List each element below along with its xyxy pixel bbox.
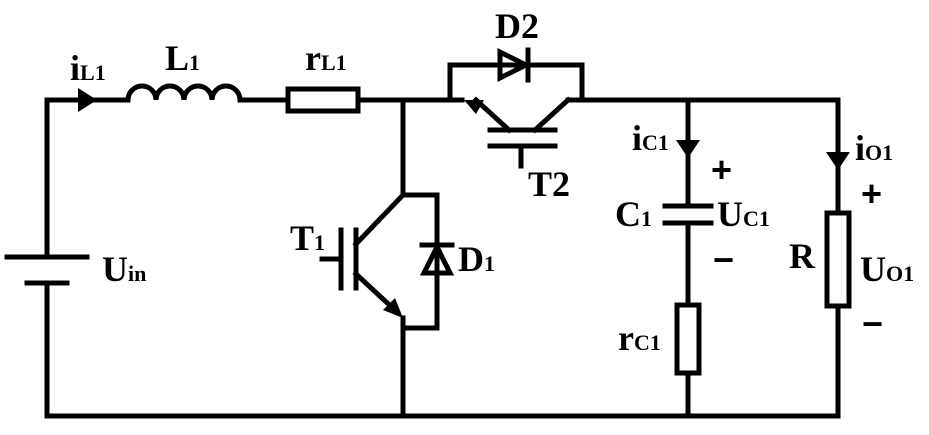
current-arrow-ic1 <box>676 140 700 158</box>
resistor-rc1 <box>674 302 702 376</box>
label-uc1: UC1 <box>717 194 770 234</box>
sign-uo1-plus: + <box>861 173 882 214</box>
t2-emitter-arrow <box>464 100 484 114</box>
sign-uc1-plus: + <box>711 149 732 190</box>
t1-emitter-arrow <box>383 298 403 318</box>
label-uin: Uin <box>102 249 146 289</box>
label-ic1: iC1 <box>632 118 669 158</box>
label-io1: iO1 <box>855 128 893 168</box>
wire-d2-loop <box>447 62 585 103</box>
wires <box>44 62 841 419</box>
label-uo1: UO1 <box>860 249 914 289</box>
current-arrow-io1 <box>826 152 850 170</box>
current-arrow-il1 <box>78 88 97 112</box>
label-r: R <box>789 236 816 276</box>
diode-d1-triangle <box>419 241 455 276</box>
diode-d2 <box>497 47 532 83</box>
wire-d1-loop <box>400 192 440 331</box>
label-rl1: rL1 <box>305 38 347 78</box>
igbt-t2 <box>464 96 572 169</box>
diode-d1 <box>419 241 455 276</box>
label-il1: iL1 <box>70 48 106 88</box>
label-rc1: rC1 <box>618 318 661 358</box>
t2-collector <box>531 96 572 134</box>
t1-collector <box>352 191 407 248</box>
t2-emitter <box>472 96 513 134</box>
resistor-rl1 <box>285 86 361 114</box>
battery-uin <box>4 254 90 286</box>
label-c1: C1 <box>615 194 652 234</box>
label-t1: T1 <box>290 218 325 258</box>
igbt-t1 <box>319 191 407 318</box>
label-d2: D2 <box>495 6 539 46</box>
sign-uc1-minus: − <box>713 239 734 280</box>
label-d1: D1 <box>458 239 495 279</box>
label-t2: T2 <box>528 164 570 204</box>
label-l1: L1 <box>165 38 200 78</box>
sign-uo1-minus: − <box>862 303 883 344</box>
diode-d2-triangle <box>497 47 532 83</box>
capacitor-c1 <box>662 203 714 226</box>
inductor-l1 <box>125 83 243 103</box>
resistor-r <box>824 210 852 309</box>
